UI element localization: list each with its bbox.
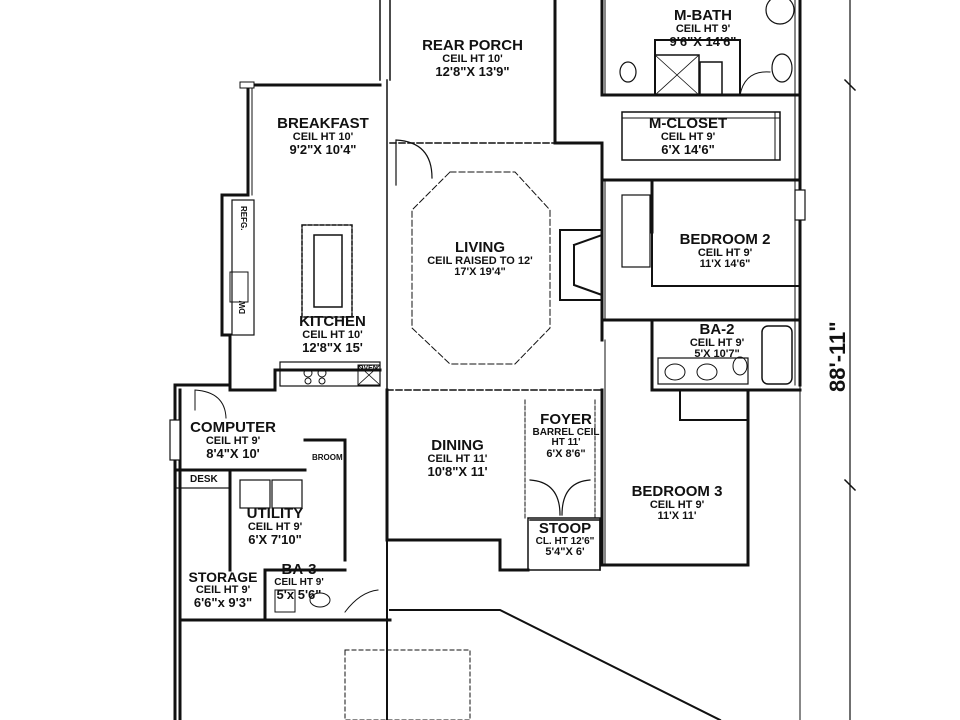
room-name: BA-3 xyxy=(281,561,317,578)
room-ceiling: CEIL HT 9' xyxy=(675,22,731,35)
room-dimension: 5'4"X 6' xyxy=(545,546,585,559)
room-utility: UTILITY CEIL HT 9' 6'X 7'10" xyxy=(234,506,316,547)
wall-bedroom2 xyxy=(600,178,802,342)
living-raised-ceiling xyxy=(411,171,551,365)
room-ba-3: BA-3 CEIL HT 9' 5'x 5'6" xyxy=(264,562,334,602)
room-name: M-BATH xyxy=(673,7,733,24)
room-name: FOYER xyxy=(540,411,592,428)
room-name: BREAKFAST xyxy=(277,115,369,132)
room-m-bath: M-BATH CEIL HT 9' 9'6"X 14'6" xyxy=(638,8,768,49)
room-ceiling: CEIL HT 10' xyxy=(302,328,363,341)
room-ceiling: CEIL HT 11' xyxy=(427,452,488,465)
room-ceiling: CEIL HT 9' xyxy=(274,576,324,588)
refrigerator-label: REFG. xyxy=(239,206,248,231)
room-name: STOOP xyxy=(538,520,592,537)
room-foyer: FOYER BARREL CEIL HT 11' 6'X 8'6" xyxy=(527,412,605,460)
room-computer: COMPUTER CEIL HT 9' 8'4"X 10' xyxy=(178,420,288,461)
room-name: LIVING xyxy=(454,239,505,256)
room-living: LIVING CEIL RAISED TO 12' 17'X 19'4" xyxy=(405,240,555,279)
room-ceiling: CL. HT 12'6" xyxy=(535,535,595,547)
room-m-closet: M-CLOSET CEIL HT 9' 6'X 14'6" xyxy=(623,116,753,157)
room-dimension: 17'X 19'4" xyxy=(454,266,506,279)
room-ceiling: CEIL HT 9' xyxy=(649,498,705,511)
room-ceiling: CEIL RAISED TO 12' xyxy=(427,254,533,267)
room-rear-porch: REAR PORCH CEIL HT 10' 12'8"X 13'9" xyxy=(395,38,550,79)
room-ceiling: CEIL HT 9' xyxy=(660,130,716,143)
room-dimension: 6'X 14'6" xyxy=(661,142,715,158)
wall-breakfast xyxy=(220,83,382,392)
room-dimension: 9'2"X 10'4" xyxy=(289,142,357,158)
room-name: BA-2 xyxy=(699,321,735,338)
room-kitchen: KITCHEN CEIL HT 10' 12'8"X 15' xyxy=(270,314,395,355)
garage-wall xyxy=(386,539,722,720)
room-name: DINING xyxy=(431,437,484,454)
oven-label: OVEN xyxy=(358,365,378,372)
room-ceiling: CEIL HT 9' xyxy=(689,336,745,349)
room-name: UTILITY xyxy=(246,505,304,522)
room-ceiling: CEIL HT 10' xyxy=(292,130,354,143)
desk-label: DESK xyxy=(190,474,218,485)
wall-left-wing xyxy=(173,383,392,720)
room-dimension: 5'x 5'6" xyxy=(276,587,322,603)
broom-closet-label: BROOM xyxy=(312,453,343,462)
room-breakfast: BREAKFAST CEIL HT 10' 9'2"X 10'4" xyxy=(258,116,388,157)
m-closet-shelf xyxy=(621,111,781,161)
wall-bedroom3 xyxy=(600,388,802,567)
room-dimension: 12'8"X 13'9" xyxy=(435,64,510,80)
room-name: KITCHEN xyxy=(299,313,366,330)
room-bedroom-3: BEDROOM 3 CEIL HT 9' 11'X 11' xyxy=(612,484,742,523)
room-ceiling: CEIL HT 9' xyxy=(247,520,303,533)
room-bedroom-2: BEDROOM 2 CEIL HT 9' 11'X 14'6" xyxy=(660,232,790,271)
wall-foyer xyxy=(524,399,596,521)
room-ceiling: BARREL CEIL HT 11' xyxy=(532,426,600,449)
room-ba-2: BA-2 CEIL HT 9' 5'X 10'7" xyxy=(672,322,762,361)
room-name: BEDROOM 2 xyxy=(679,231,771,248)
room-dimension: 5'X 10'7" xyxy=(694,348,740,361)
wall-dining xyxy=(385,388,530,572)
room-ceiling: CEIL HT 9' xyxy=(195,583,251,596)
room-dimension: 11'X 11' xyxy=(657,510,697,523)
room-stoop: STOOP CL. HT 12'6" 5'4"X 6' xyxy=(527,521,603,559)
fireplace xyxy=(559,229,604,301)
kitchen-island xyxy=(301,224,353,318)
room-dimension: 10'8"X 11' xyxy=(427,464,488,480)
room-dimension: 6'6"x 9'3" xyxy=(193,595,253,611)
room-dimension: 6'X 7'10" xyxy=(248,532,302,548)
room-ceiling: CEIL HT 9' xyxy=(205,434,261,447)
rear-porch-outline xyxy=(379,0,391,81)
room-ceiling: CEIL HT 9' xyxy=(697,246,753,259)
room-name: COMPUTER xyxy=(190,419,276,436)
room-dining: DINING CEIL HT 11' 10'8"X 11' xyxy=(400,438,515,479)
room-dimension: 9'6"X 14'6" xyxy=(669,34,737,50)
room-dimension: 12'8"X 15' xyxy=(302,340,363,356)
room-dimension: 11'X 14'6" xyxy=(699,258,751,271)
room-storage: STORAGE CEIL HT 9' 6'6"x 9'3" xyxy=(178,570,268,610)
room-name: REAR PORCH xyxy=(422,37,523,54)
room-name: STORAGE xyxy=(188,569,258,585)
room-dimension: 8'4"X 10' xyxy=(206,446,260,462)
room-name: BEDROOM 3 xyxy=(631,483,723,500)
counter-left xyxy=(231,199,255,336)
room-ceiling: CEIL HT 10' xyxy=(442,52,503,65)
room-dimension: 6'X 8'6" xyxy=(546,447,586,460)
overall-depth-dimension: 88'-11" xyxy=(825,321,850,392)
dishwasher-label: DW xyxy=(238,300,247,314)
room-name: M-CLOSET xyxy=(648,115,728,132)
